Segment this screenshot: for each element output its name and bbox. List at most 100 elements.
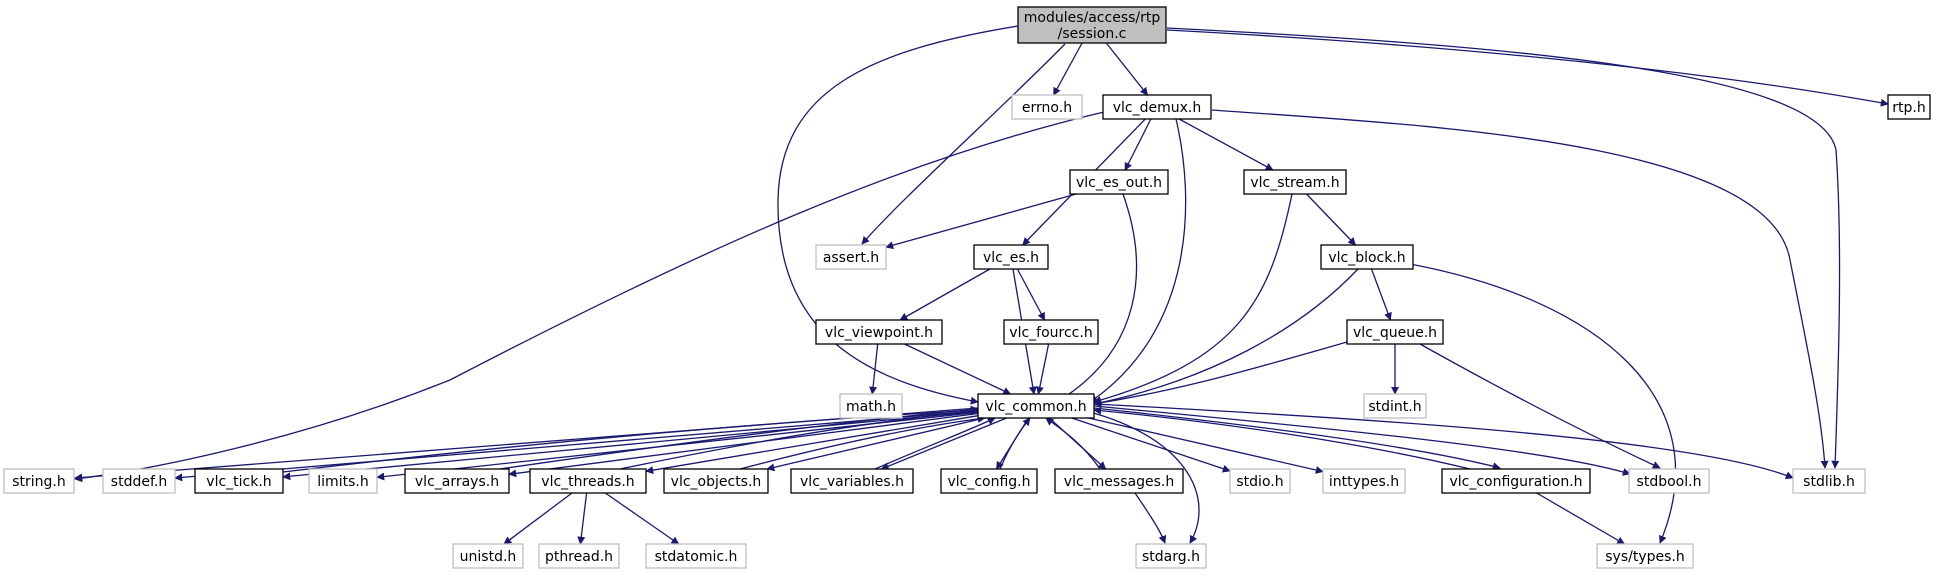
node-label: stdarg.h [1142, 549, 1200, 565]
edge-vlc-block-to-vlc-queue [1370, 268, 1392, 321]
node-label: vlc_stream.h [1250, 175, 1339, 191]
node-box [1596, 543, 1694, 569]
edge-vlc-es-to-vlc-fourcc [1016, 268, 1046, 321]
node-pthread: pthread.h [538, 543, 620, 569]
node-box [1069, 169, 1169, 195]
node-box [1322, 468, 1406, 494]
node-stdbool: stdbool.h [1628, 468, 1710, 494]
node-vlc-configuration[interactable]: vlc_configuration.h [1441, 468, 1591, 494]
node-vlc-variables[interactable]: vlc_variables.h [790, 468, 914, 494]
node-inttypes: inttypes.h [1322, 468, 1406, 494]
node-label: vlc_configuration.h [1449, 474, 1582, 490]
node-box [1363, 393, 1427, 419]
node-label: vlc_queue.h [1353, 325, 1437, 341]
node-vlc-es[interactable]: vlc_es.h [973, 244, 1049, 270]
node-vlc-tick[interactable]: vlc_tick.h [194, 468, 284, 494]
node-label: vlc_block.h [1328, 250, 1405, 266]
edge-root-to-stdlib [1166, 27, 1841, 469]
edge-vlc-common-to-inttypes [1088, 417, 1324, 474]
node-box [1792, 468, 1866, 494]
node-box [102, 468, 176, 494]
node-label: limits.h [317, 474, 368, 490]
node-vlc-threads[interactable]: vlc_threads.h [529, 468, 647, 494]
node-label: sys/types.h [1605, 549, 1684, 565]
edge-vlc-common-to-stdio [1071, 417, 1231, 473]
edge-vlc-common-to-vlc-tick [282, 410, 979, 481]
node-vlc-arrays[interactable]: vlc_arrays.h [404, 468, 510, 494]
edge-vlc-variables-to-vlc-common [874, 417, 996, 470]
edge-vlc-fourcc-to-vlc-common [1035, 343, 1050, 395]
node-label: vlc_es.h [983, 250, 1039, 266]
edge-vlc-common-to-stdbool [1093, 405, 1631, 476]
node-label: vlc_threads.h [541, 474, 634, 490]
node-label: vlc_es_out.h [1076, 175, 1162, 191]
edge-root-to-vlc-common [777, 25, 1019, 405]
edge-vlc-demux-to-string [74, 111, 1105, 483]
node-box [1011, 94, 1083, 120]
node-vlc-messages[interactable]: vlc_messages.h [1054, 468, 1184, 494]
node-label: stddef.h [111, 474, 167, 490]
node-box [790, 468, 914, 494]
node-assert: assert.h [815, 244, 887, 270]
node-box [940, 468, 1038, 494]
node-vlc-viewpoint[interactable]: vlc_viewpoint.h [815, 319, 943, 345]
node-label: errno.h [1022, 100, 1072, 116]
edge-vlc-demux-to-vlc-stream [1178, 118, 1274, 171]
edge-vlc-es-out-to-assert [885, 193, 1077, 250]
edge-vlc-threads-to-pthread [577, 492, 588, 545]
node-vlc-stream[interactable]: vlc_stream.h [1243, 169, 1347, 195]
node-string: string.h [3, 468, 75, 494]
node-box [1628, 468, 1710, 494]
node-box [3, 468, 75, 494]
node-box [815, 319, 943, 345]
node-root: modules/access/rtp/session.c [1017, 6, 1167, 44]
node-box [1346, 319, 1444, 345]
edge-vlc-common-to-stddef [174, 410, 979, 482]
node-label: vlc_common.h [985, 399, 1086, 415]
edge-vlc-viewpoint-to-vlc-common [904, 343, 1012, 395]
edge-vlc-block-to-vlc-common [1093, 268, 1359, 407]
node-label: vlc_tick.h [206, 474, 271, 490]
node-vlc-config[interactable]: vlc_config.h [940, 468, 1038, 494]
node-label: vlc_demux.h [1113, 100, 1202, 116]
node-stddef: stddef.h [102, 468, 176, 494]
node-label: inttypes.h [1329, 474, 1399, 490]
node-label: vlc_variables.h [800, 474, 904, 490]
node-label: stdbool.h [1637, 474, 1702, 490]
edge-vlc-config-to-vlc-common [999, 417, 1031, 470]
edge-vlc-viewpoint-to-math [869, 343, 879, 395]
node-vlc-demux[interactable]: vlc_demux.h [1102, 94, 1212, 120]
node-box [452, 543, 524, 569]
node-errno: errno.h [1011, 94, 1083, 120]
node-rtp[interactable]: rtp.h [1887, 94, 1931, 120]
node-label: modules/access/rtp [1024, 10, 1161, 26]
node-label: stdatomic.h [655, 549, 738, 565]
node-vlc-es-out[interactable]: vlc_es_out.h [1069, 169, 1169, 195]
node-vlc-common[interactable]: vlc_common.h [977, 393, 1095, 419]
node-box [404, 468, 510, 494]
node-label: vlc_fourcc.h [1009, 325, 1092, 341]
edge-vlc-configuration-to-vlc-common [1093, 406, 1471, 470]
node-box [1441, 468, 1591, 494]
node-box [1003, 319, 1099, 345]
node-box [1229, 468, 1291, 494]
node-layer: modules/access/rtp/session.c errno.h vlc_d… [3, 6, 1931, 569]
node-box [977, 393, 1095, 419]
node-label: vlc_objects.h [671, 474, 762, 490]
node-vlc-objects[interactable]: vlc_objects.h [663, 468, 769, 494]
node-vlc-fourcc[interactable]: vlc_fourcc.h [1003, 319, 1099, 345]
edge-vlc-common-to-vlc-configuration [1093, 407, 1501, 471]
node-label: assert.h [823, 250, 879, 266]
node-box [1320, 244, 1414, 270]
node-vlc-queue[interactable]: vlc_queue.h [1346, 319, 1444, 345]
node-box [1017, 6, 1167, 44]
node-label: stdint.h [1368, 399, 1421, 415]
edge-vlc-common-to-vlc-arrays [508, 412, 979, 478]
node-vlc-block[interactable]: vlc_block.h [1320, 244, 1414, 270]
node-box [308, 468, 378, 494]
edge-root-to-errno [1053, 42, 1083, 96]
node-sys-types: sys/types.h [1596, 543, 1694, 569]
edge-vlc-common-to-vlc-threads [645, 415, 979, 475]
node-label: vlc_config.h [947, 474, 1030, 490]
